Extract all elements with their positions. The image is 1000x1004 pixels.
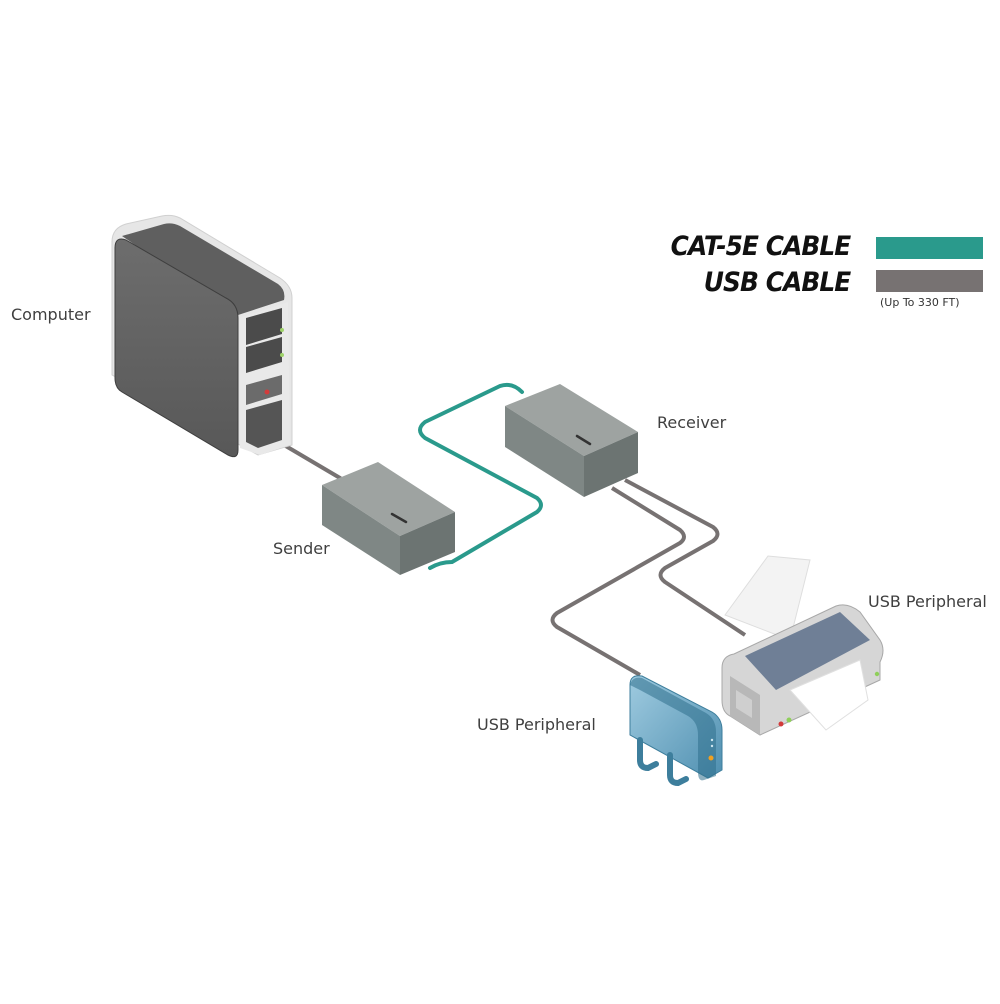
printer-label: USB Peripheral bbox=[868, 592, 987, 611]
computer-tower[interactable] bbox=[111, 214, 293, 458]
printer-device[interactable] bbox=[721, 555, 884, 736]
legend-distance-note: (Up To 330 FT) bbox=[880, 296, 960, 309]
receiver-box[interactable] bbox=[505, 384, 638, 497]
sender-box[interactable] bbox=[322, 462, 455, 575]
legend-usb-swatch bbox=[876, 270, 983, 292]
edge-receiver-harddrive bbox=[549, 485, 688, 679]
computer-label: Computer bbox=[11, 305, 91, 324]
legend-usb-label: USB CABLE bbox=[703, 267, 850, 298]
edge-sender-receiver bbox=[416, 381, 545, 572]
receiver-label: Receiver bbox=[657, 413, 727, 432]
legend-cat5e-label: CAT-5E CABLE bbox=[670, 231, 851, 262]
hard-drive-label: USB Peripheral bbox=[477, 715, 596, 734]
hard-drive-device[interactable] bbox=[629, 675, 723, 787]
legend-cat5e-swatch bbox=[876, 237, 983, 259]
edge-receiver-printer bbox=[623, 476, 747, 638]
sender-label: Sender bbox=[273, 539, 330, 558]
